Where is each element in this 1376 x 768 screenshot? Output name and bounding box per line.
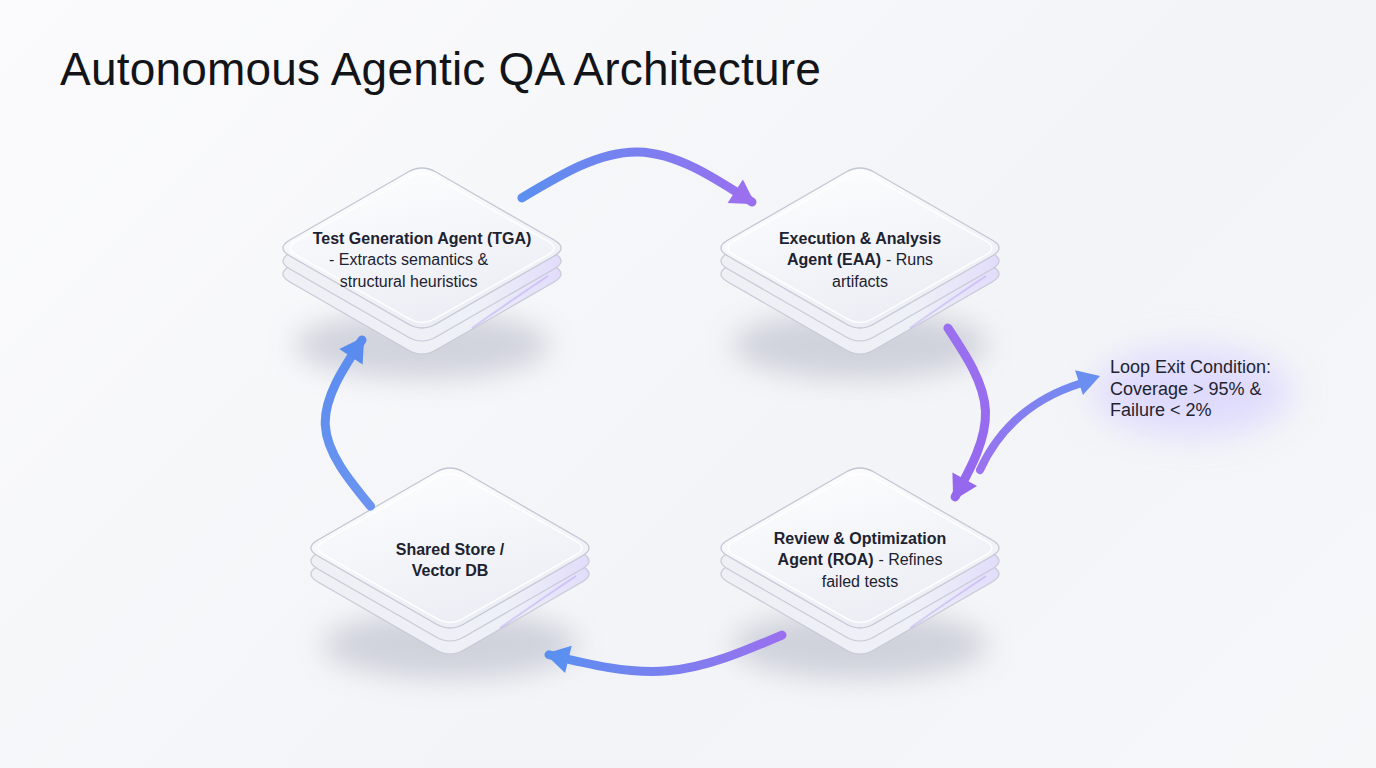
note-label: Loop Exit Condition: Coverage > 95% & Fa…	[1110, 357, 1296, 422]
text-block: Shared Store / Vector DB	[378, 539, 523, 581]
platform-text: Execution & Analysis Agent (EAA)- Runs a…	[766, 215, 954, 305]
agent-platform: Execution & Analysis Agent (EAA)- Runs a…	[710, 160, 1010, 365]
text-block: Test Generation Agent (TGA)- Extracts se…	[313, 228, 532, 291]
platform-top	[721, 468, 999, 628]
agent-name: Test Generation Agent (TGA)	[313, 228, 532, 249]
platform-highlight	[318, 473, 582, 622]
platform-highlight	[728, 173, 992, 322]
platform-text: Review & Optimization Agent (ROA)- Refin…	[759, 515, 961, 605]
platform-top	[283, 168, 561, 328]
arrow-head	[728, 179, 756, 204]
platform-text: Test Generation Agent (TGA)- Extracts se…	[291, 215, 553, 305]
platform-highlight	[290, 173, 554, 322]
text-block: Execution & Analysis Agent (EAA)- Runs a…	[766, 228, 954, 291]
flow-arrow	[522, 152, 756, 204]
platform-top	[311, 468, 589, 628]
exit-arrow-head	[1075, 370, 1100, 395]
arrow-shaft	[522, 152, 752, 202]
diagram-title: Autonomous Agentic QA Architecture	[60, 46, 821, 92]
exit-arrow	[980, 383, 1082, 470]
agent-description: - Extracts semantics & structural heuris…	[313, 249, 505, 291]
platform-highlight	[728, 473, 992, 622]
platform-top	[721, 168, 999, 328]
agent-platform: Review & Optimization Agent (ROA)- Refin…	[710, 460, 1010, 665]
text-block: Review & Optimization Agent (ROA)- Refin…	[759, 528, 961, 591]
agent-platform: Shared Store / Vector DB	[300, 460, 600, 665]
agent-platform: Test Generation Agent (TGA)- Extracts se…	[272, 160, 572, 365]
platform-text: Shared Store / Vector DB	[378, 515, 523, 605]
arrow-head	[952, 473, 977, 501]
agent-name: Shared Store / Vector DB	[396, 541, 504, 579]
